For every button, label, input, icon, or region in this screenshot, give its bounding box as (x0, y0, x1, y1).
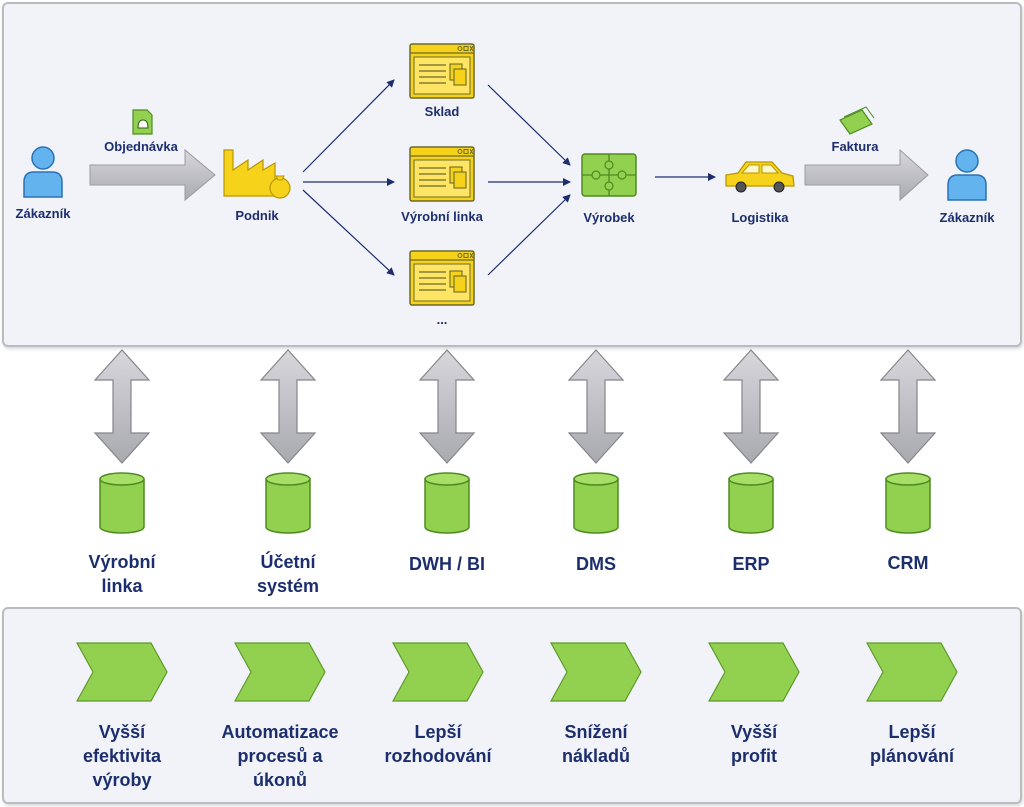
database-cylinder-icon-2 (265, 472, 311, 534)
sync-double-arrow-1 (93, 349, 151, 464)
database-cylinder-icon-6 (885, 472, 931, 534)
invoice-label: Faktura (831, 139, 879, 154)
system-label-dms: DMS (576, 554, 616, 574)
other-window-icon (409, 250, 475, 306)
production-line-label: Výrobní linka (401, 209, 483, 224)
system-label-crm: CRM (887, 553, 929, 573)
benefit-chevron-6 (865, 642, 958, 702)
arrow-company-warehouse (302, 79, 395, 173)
customer-right-label: Zákazník (939, 210, 995, 225)
customer-right-person-icon (947, 149, 987, 201)
benefit-chevron-3 (391, 642, 484, 702)
benefit-chevron-4 (549, 642, 642, 702)
arrow-company-other (302, 189, 395, 276)
logistics-label: Logistika (731, 210, 789, 225)
benefits-panel (2, 607, 1022, 804)
company-label: Podnik (235, 208, 279, 223)
more-label: ... (436, 312, 448, 327)
arrow-other-product (487, 194, 571, 276)
warehouse-label: Sklad (424, 104, 460, 119)
benefit-chevron-2 (233, 642, 326, 702)
sync-double-arrow-4 (567, 349, 625, 464)
order-document-icon (132, 109, 153, 135)
database-cylinder-icon-4 (573, 472, 619, 534)
production-line-window-icon (409, 146, 475, 202)
database-cylinder-icon-5 (728, 472, 774, 534)
factory-icon (223, 149, 291, 199)
money-invoice-icon (839, 106, 875, 135)
customer-left-label: Zákazník (15, 206, 71, 221)
product-puzzle-icon (581, 153, 637, 197)
database-cylinder-icon-3 (424, 472, 470, 534)
benefit-chevron-5 (707, 642, 800, 702)
order-arrow (89, 148, 216, 202)
car-icon (725, 161, 795, 193)
database-cylinder-icon-1 (99, 472, 145, 534)
order-label: Objednávka (104, 139, 178, 154)
warehouse-window-icon (409, 43, 475, 99)
system-label-erp: ERP (732, 554, 770, 574)
customer-left-person-icon (23, 146, 63, 198)
system-label-dwh-bi: DWH / BI (409, 554, 485, 574)
benefit-chevron-1 (75, 642, 168, 702)
arrow-warehouse-product (487, 84, 571, 166)
sync-double-arrow-6 (879, 349, 937, 464)
sync-double-arrow-3 (418, 349, 476, 464)
sync-double-arrow-2 (259, 349, 317, 464)
product-label: Výrobek (583, 210, 635, 225)
sync-double-arrow-5 (722, 349, 780, 464)
invoice-arrow (804, 148, 929, 202)
